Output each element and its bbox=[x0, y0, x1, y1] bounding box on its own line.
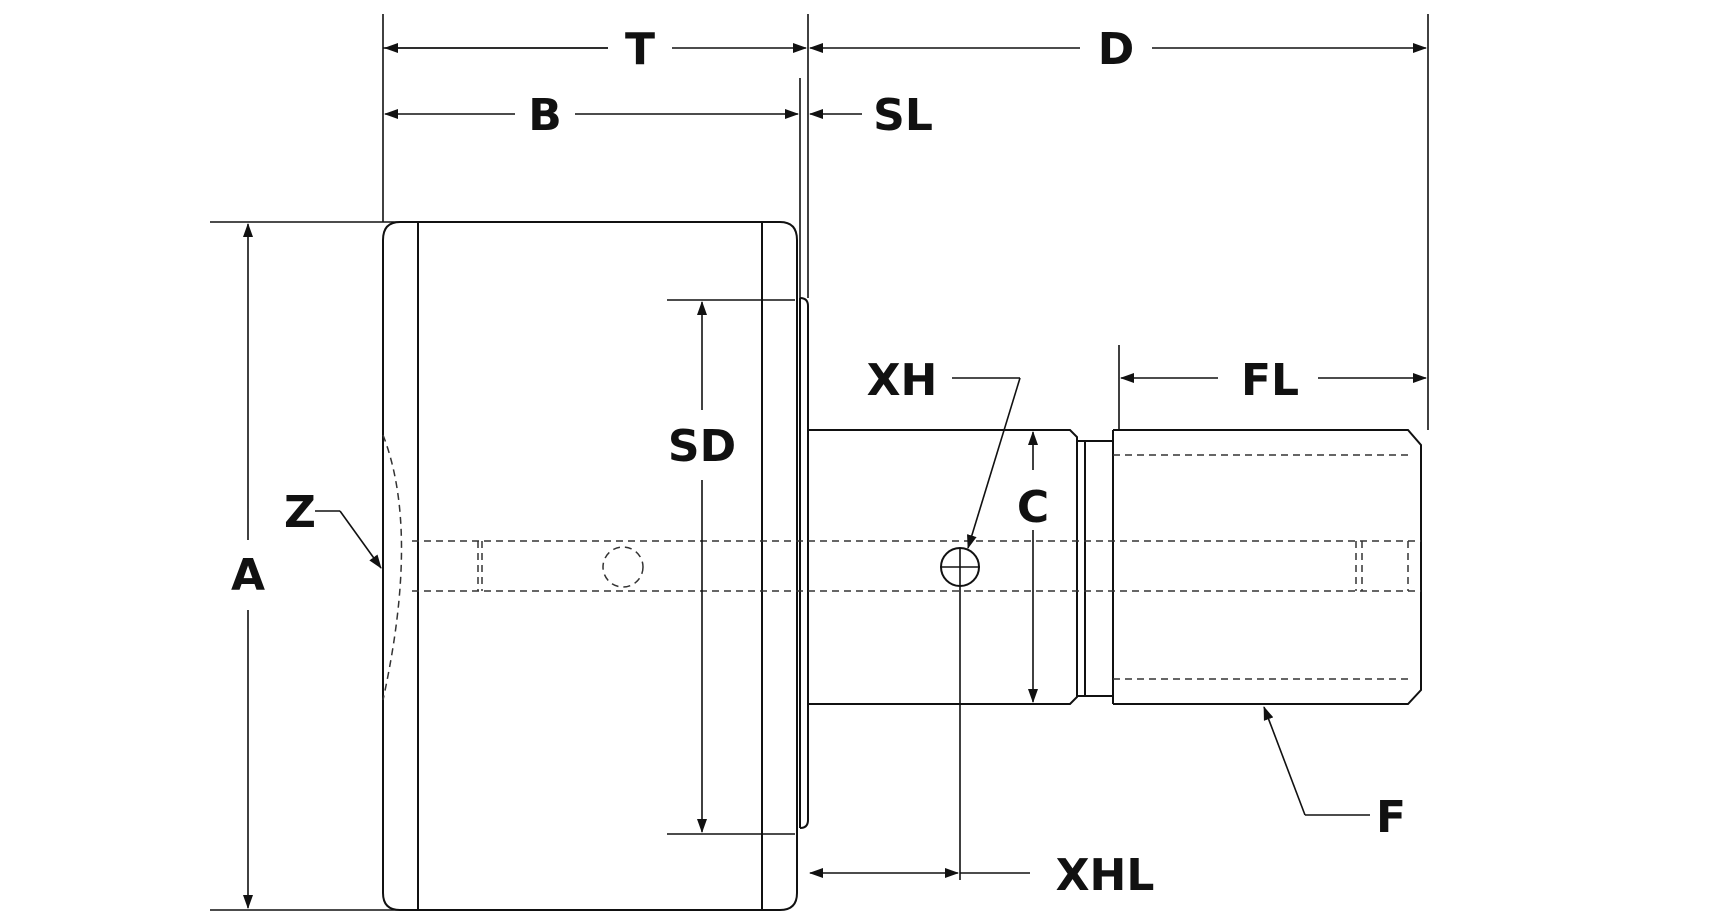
extension-lines bbox=[210, 14, 1429, 911]
label-A: A bbox=[231, 550, 265, 601]
lube-passage bbox=[412, 540, 1421, 592]
dim-C: C bbox=[1017, 431, 1049, 703]
stud-shaft bbox=[808, 429, 1422, 705]
label-XH: XH bbox=[867, 355, 938, 406]
leader-Z: Z bbox=[284, 487, 382, 569]
dim-FL: FL bbox=[1120, 355, 1427, 406]
dim-B: B bbox=[384, 90, 799, 141]
label-Z: Z bbox=[284, 487, 316, 538]
label-SL: SL bbox=[873, 90, 933, 141]
label-C: C bbox=[1017, 482, 1049, 533]
cross-hole bbox=[940, 547, 980, 880]
dim-T: T bbox=[383, 24, 807, 75]
dim-A: A bbox=[231, 223, 265, 909]
leader-XH: XH bbox=[867, 355, 1021, 549]
label-F: F bbox=[1376, 792, 1406, 843]
roller-body bbox=[382, 221, 798, 911]
label-XHL: XHL bbox=[1056, 850, 1155, 901]
dim-SL: SL bbox=[809, 90, 933, 141]
label-B: B bbox=[528, 90, 562, 141]
label-SD: SD bbox=[668, 421, 736, 472]
label-T: T bbox=[625, 24, 655, 75]
dim-SD: SD bbox=[668, 301, 736, 833]
leader-F: F bbox=[1263, 706, 1406, 843]
dim-D: D bbox=[809, 24, 1427, 75]
label-D: D bbox=[1098, 24, 1135, 75]
label-FL: FL bbox=[1241, 355, 1299, 406]
dim-XHL: XHL bbox=[809, 850, 1155, 901]
side-plate bbox=[799, 297, 809, 829]
